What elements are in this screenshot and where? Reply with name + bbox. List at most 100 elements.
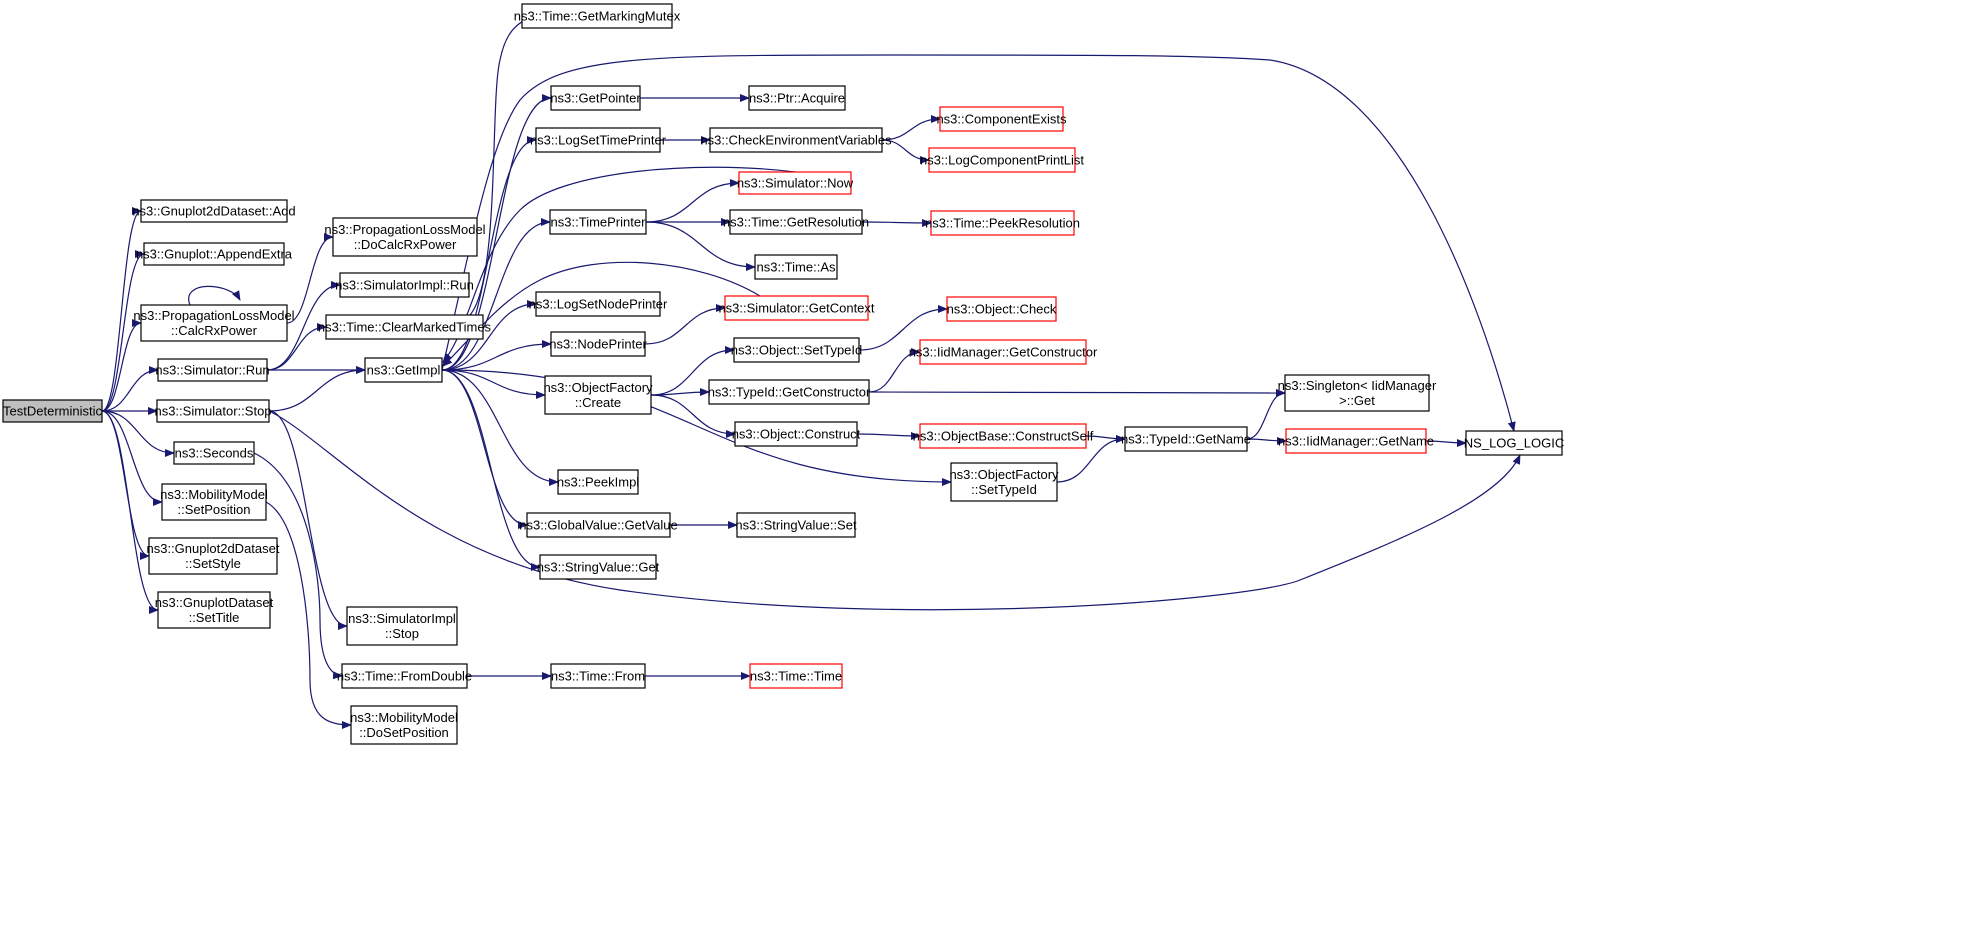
node-logsettime[interactable]: ns3::LogSetTimePrinter <box>530 127 667 153</box>
node-peekimpl[interactable]: ns3::PeekImpl <box>557 469 639 495</box>
node-objfactory-create[interactable]: ns3::ObjectFactory::Create <box>543 375 653 415</box>
node-globalvalue-get[interactable]: ns3::GlobalValue::GetValue <box>519 512 678 538</box>
node-box <box>535 127 661 153</box>
node-timeprinter[interactable]: ns3::TimePrinter <box>549 209 647 235</box>
edge-sim_run-to-time_clear <box>266 323 327 371</box>
node-getimpl[interactable]: ns3::GetImpl <box>364 357 443 383</box>
node-label: ns3::LogComponentPrintList <box>920 153 1084 168</box>
node-box <box>708 379 870 405</box>
edge-root-to-gp2d_add <box>101 207 142 412</box>
node-label: ns3::Time::ClearMarkedTimes <box>318 320 492 335</box>
node-ns-log-logic[interactable]: NS_LOG_LOGIC <box>1464 430 1564 456</box>
edge-obj_construct-to-objbase_construct <box>856 431 921 440</box>
node-label: ns3::GnuplotDataset <box>155 595 274 610</box>
node-label: ns3::ObjectFactory <box>949 467 1059 482</box>
node-box <box>950 462 1058 502</box>
node-label: ns3::IidManager::GetName <box>1278 434 1434 449</box>
function-nodes: TestDeterministicns3::Gnuplot2dDataset::… <box>2 3 1564 745</box>
node-plm-docalc[interactable]: ns3::PropagationLossModel::DoCalcRxPower <box>324 217 486 257</box>
node-box <box>521 3 673 29</box>
node-time-peekres[interactable]: ns3::Time::PeekResolution <box>925 210 1080 236</box>
edge-time_clear-to-time_getmarking <box>469 14 536 316</box>
edge-iidmgr_getname-to-ns_log_logic <box>1425 438 1467 447</box>
node-label: ns3::GetImpl <box>367 363 441 378</box>
node-stringvalue-set[interactable]: ns3::StringValue::Set <box>735 512 857 538</box>
node-label: ns3::Time::GetMarkingMutex <box>514 9 681 24</box>
node-label: ns3::Seconds <box>175 446 254 461</box>
node-time-clear[interactable]: ns3::Time::ClearMarkedTimes <box>318 314 492 340</box>
node-box <box>157 358 268 382</box>
node-nodeprinter[interactable]: ns3::NodePrinter <box>549 331 647 357</box>
node-iidmgr-getname[interactable]: ns3::IidManager::GetName <box>1278 428 1434 454</box>
node-simimpl-run[interactable]: ns3::SimulatorImpl::Run <box>335 272 474 298</box>
node-plm-calc[interactable]: ns3::PropagationLossModel::CalcRxPower <box>133 304 295 342</box>
node-time-as[interactable]: ns3::Time::As <box>754 254 838 280</box>
node-logsetnode[interactable]: ns3::LogSetNodePrinter <box>529 291 668 317</box>
edge-sim_stop-to-ns_log_logic <box>268 410 1521 611</box>
node-typeid-getname[interactable]: ns3::TypeId::GetName <box>1121 426 1251 452</box>
node-ptr-acquire[interactable]: ns3::Ptr::Acquire <box>748 85 846 111</box>
node-stringvalue-get[interactable]: ns3::StringValue::Get <box>537 554 660 580</box>
edge-getimpl-to-ns_log_logic <box>441 54 1516 432</box>
node-simimpl-stop[interactable]: ns3::SimulatorImpl::Stop <box>346 606 458 646</box>
node-label: ::Create <box>575 395 621 410</box>
node-checkenv[interactable]: ns3::CheckEnvironmentVariables <box>700 127 892 153</box>
node-label: ::DoSetPosition <box>359 725 449 740</box>
node-objfactory-settypeid[interactable]: ns3::ObjectFactory::SetTypeId <box>949 462 1059 502</box>
node-gp2d-add[interactable]: ns3::Gnuplot2dDataset::Add <box>132 199 296 223</box>
node-time-fromdouble[interactable]: ns3::Time::FromDouble <box>337 663 472 689</box>
node-box <box>535 291 661 317</box>
node-obj-check[interactable]: ns3::Object::Check <box>946 296 1057 322</box>
edge-checkenv-to-logcompprint <box>881 139 930 164</box>
node-label: ns3::Gnuplot2dDataset::Add <box>132 204 295 219</box>
node-label: ns3::MobilityModel <box>350 710 458 725</box>
node-time-getmarking[interactable]: ns3::Time::GetMarkingMutex <box>514 3 681 29</box>
node-compexists[interactable]: ns3::ComponentExists <box>936 106 1067 132</box>
node-box <box>550 85 641 111</box>
node-sim-now[interactable]: ns3::Simulator::Now <box>737 171 854 195</box>
node-label: ns3::PropagationLossModel <box>133 308 294 323</box>
node-gp-append[interactable]: ns3::Gnuplot::AppendExtra <box>136 242 293 266</box>
node-mm-dosetpos[interactable]: ns3::MobilityModel::DoSetPosition <box>350 705 458 745</box>
node-getpointer[interactable]: ns3::GetPointer <box>550 85 641 111</box>
node-box <box>2 399 103 423</box>
node-iidmgr-getctor[interactable]: ns3::IidManager::GetConstructor <box>909 339 1098 365</box>
node-root[interactable]: TestDeterministic <box>2 399 103 423</box>
node-label: NS_LOG_LOGIC <box>1464 436 1564 451</box>
node-label: ns3::Time::Time <box>750 669 842 684</box>
edge-root-to-mm_setpos <box>101 410 163 506</box>
node-box <box>140 304 288 342</box>
node-objbase-construct[interactable]: ns3::ObjectBase::ConstructSelf <box>913 423 1094 449</box>
node-box <box>939 106 1064 132</box>
node-box <box>734 421 858 447</box>
node-box <box>748 85 846 111</box>
node-gp2d-style[interactable]: ns3::Gnuplot2dDataset::SetStyle <box>147 537 280 575</box>
node-gpds-title[interactable]: ns3::GnuplotDataset::SetTitle <box>155 591 274 629</box>
node-singleton-get[interactable]: ns3::Singleton< IidManager >::Get <box>1278 374 1437 412</box>
node-box <box>157 591 271 629</box>
edge-getimpl-to-timeprinter <box>441 218 551 371</box>
node-label: TestDeterministic <box>3 404 102 419</box>
node-label: ns3::CheckEnvironmentVariables <box>700 133 892 148</box>
call-edges <box>101 14 1521 729</box>
node-box <box>724 295 869 321</box>
node-sim-run[interactable]: ns3::Simulator::Run <box>155 358 270 382</box>
node-label: ns3::PeekImpl <box>557 475 639 490</box>
node-time-getres[interactable]: ns3::Time::GetResolution <box>723 209 869 235</box>
node-sim-getcontext[interactable]: ns3::Simulator::GetContext <box>718 295 875 321</box>
node-seconds[interactable]: ns3::Seconds <box>173 441 255 465</box>
node-obj-settypeid[interactable]: ns3::Object::SetTypeId <box>731 337 863 363</box>
node-typeid-getctor[interactable]: ns3::TypeId::GetConstructor <box>708 379 871 405</box>
node-logcompprint[interactable]: ns3::LogComponentPrintList <box>920 147 1084 173</box>
edge-getimpl-to-objfactory_create <box>441 369 546 399</box>
node-label: ns3::Simulator::Run <box>155 363 269 378</box>
node-mm-setpos[interactable]: ns3::MobilityModel::SetPosition <box>160 483 268 521</box>
node-time-from[interactable]: ns3::Time::From <box>550 663 646 689</box>
node-label: ns3::Time::GetResolution <box>723 215 869 230</box>
node-time-time[interactable]: ns3::Time::Time <box>749 663 843 689</box>
node-label: ns3::TypeId::GetConstructor <box>708 385 871 400</box>
edge-sim_run-to-simimpl_run <box>266 281 341 371</box>
node-sim-stop[interactable]: ns3::Simulator::Stop <box>154 399 272 423</box>
node-obj-construct[interactable]: ns3::Object::Construct <box>732 421 861 447</box>
node-box <box>930 210 1075 236</box>
